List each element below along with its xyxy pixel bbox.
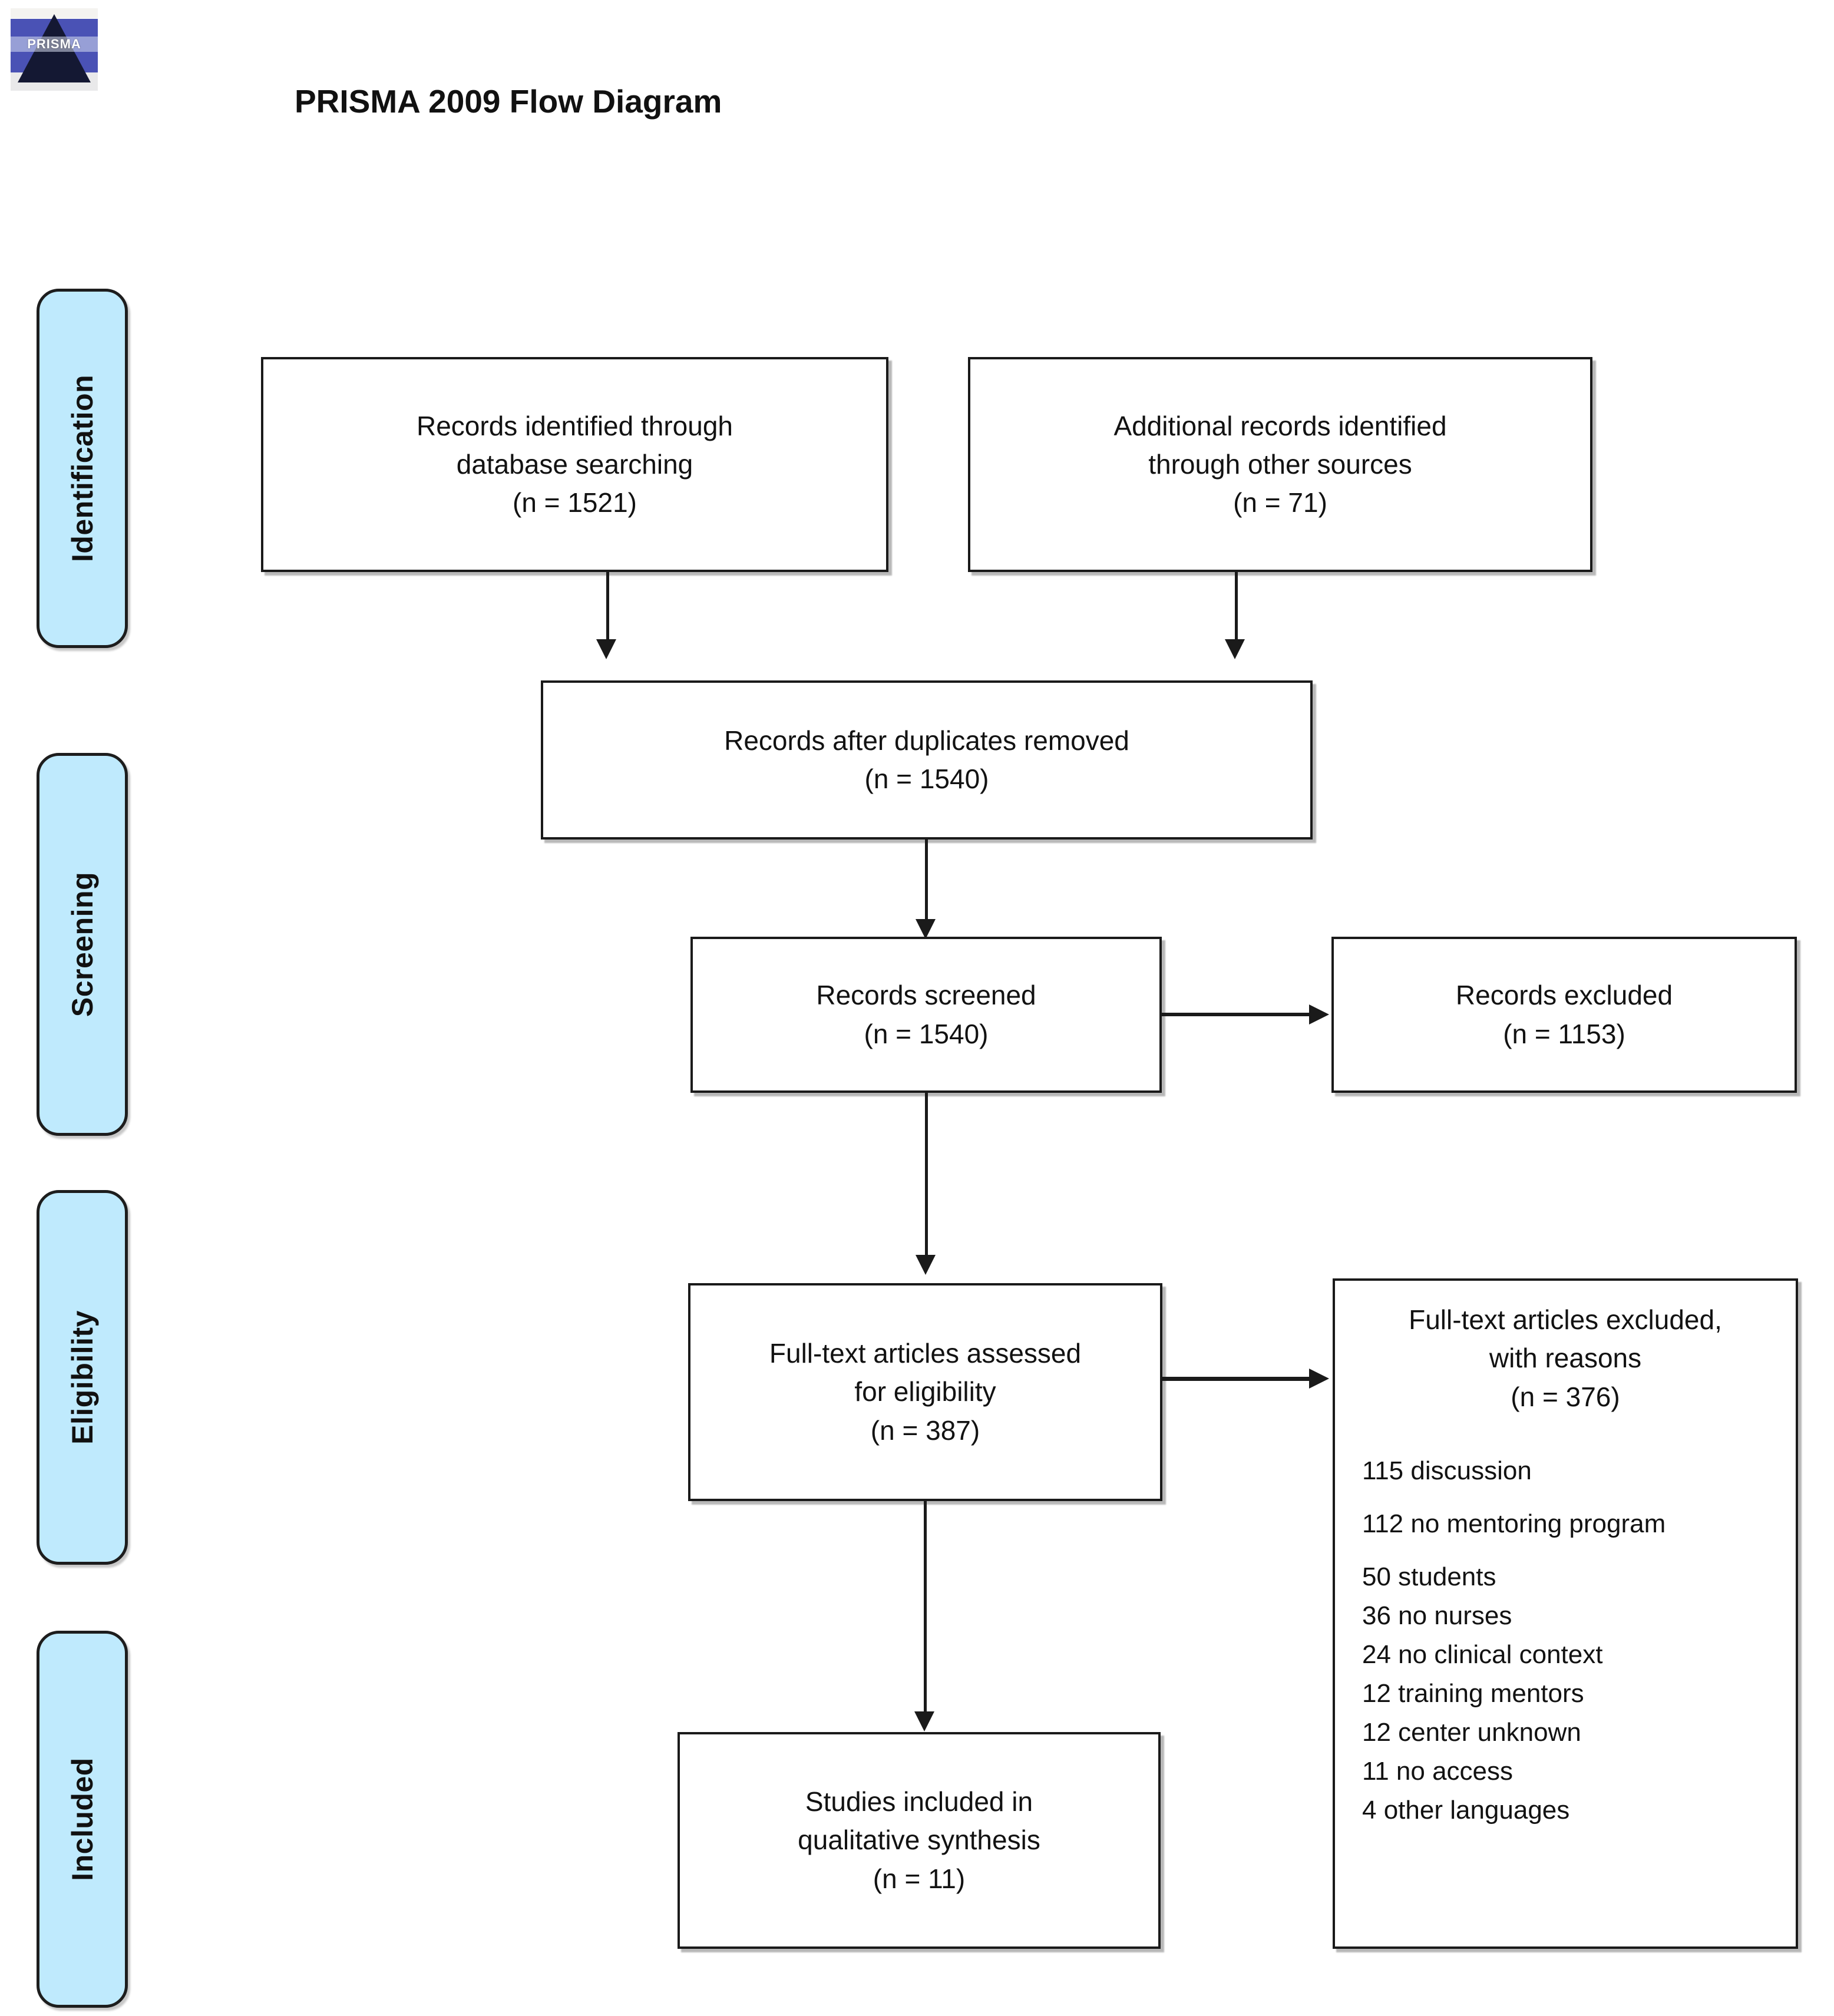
box-line: for eligibility <box>854 1376 996 1407</box>
box-line: Records after duplicates removed <box>724 725 1129 756</box>
box-line: Additional records identified <box>1113 410 1447 441</box>
box-records-identified-database: Records identified through database sear… <box>261 357 888 572</box>
box-line: (n = 71) <box>1233 487 1327 518</box>
box-line: database searching <box>456 448 693 480</box>
stage-label-included: Included <box>37 1631 128 2008</box>
box-additional-records-other-sources: Additional records identified through ot… <box>968 357 1592 572</box>
arrowhead-down-icon <box>596 639 616 659</box>
connector-duplicates-to-screened <box>925 840 928 925</box>
stage-label-screening-text: Screening <box>65 871 99 1017</box>
list-item: 4 other languages <box>1362 1795 1570 1825</box>
box-line: Studies included in <box>805 1786 1033 1817</box>
list-item: 12 training mentors <box>1362 1678 1584 1708</box>
list-item: 12 center unknown <box>1362 1717 1581 1747</box>
box-line: (n = 1540) <box>864 1018 989 1049</box>
arrowhead-down-icon <box>916 919 936 939</box>
page-title: PRISMA 2009 Flow Diagram <box>295 83 722 120</box>
connector-database-to-duplicates <box>606 572 609 646</box>
list-item: 50 students <box>1362 1562 1496 1591</box>
box-line: (n = 387) <box>870 1414 980 1446</box>
exclusion-reasons-list: 115 discussion 112 no mentoring program … <box>1335 1452 1796 1830</box>
box-records-excluded: Records excluded (n = 1153) <box>1331 937 1797 1093</box>
logo-band <box>11 37 98 52</box>
box-line: (n = 1540) <box>864 764 989 794</box>
box-line: (n = 11) <box>873 1863 966 1894</box>
arrowhead-down-icon <box>914 1711 934 1731</box>
connector-fulltext-to-included <box>924 1501 927 1719</box>
box-line: Records excluded <box>1455 980 1673 1011</box>
logo-wordmark: PRISMA <box>27 37 81 51</box>
connector-screened-to-excluded <box>1162 1013 1316 1016</box>
box-line: (n = 376) <box>1511 1381 1620 1412</box>
box-line: Full-text articles excluded, <box>1409 1304 1722 1335</box>
box-line: with reasons <box>1489 1343 1642 1374</box>
box-line: qualitative synthesis <box>798 1825 1040 1856</box>
box-fulltext-excluded-with-reasons: Full-text articles excluded, with reason… <box>1333 1278 1798 1949</box>
stage-label-included-text: Included <box>65 1757 99 1881</box>
list-item: 36 no nurses <box>1362 1601 1512 1630</box>
stage-label-eligibility-text: Eligibility <box>65 1310 99 1445</box>
prisma-pyramid-logo: PRISMA <box>11 8 98 91</box>
stage-label-screening: Screening <box>37 753 128 1136</box>
box-line: Records identified through <box>417 410 733 441</box>
box-line: through other sources <box>1148 448 1412 480</box>
box-records-screened: Records screened (n = 1540) <box>690 937 1162 1093</box>
list-item: 24 no clinical context <box>1362 1640 1603 1669</box>
diagram-header: PRISMA PRISMA 2009 Flow Diagram <box>0 0 1834 194</box>
box-line: (n = 1521) <box>513 487 637 518</box>
box-line: Full-text articles assessed <box>769 1338 1082 1369</box>
excluded-box-heading: Full-text articles excluded, with reason… <box>1335 1281 1796 1416</box>
stage-label-eligibility: Eligibility <box>37 1190 128 1565</box>
list-item: 115 discussion <box>1362 1456 1532 1485</box>
list-item: 11 no access <box>1362 1756 1514 1786</box>
list-item: 112 no mentoring program <box>1362 1509 1666 1538</box>
arrowhead-right-icon <box>1309 1369 1329 1389</box>
box-studies-included-qualitative-synthesis: Studies included in qualitative synthesi… <box>678 1732 1161 1949</box>
stage-label-identification: Identification <box>37 289 128 648</box>
box-line: (n = 1153) <box>1503 1018 1625 1049</box>
box-fulltext-assessed-eligibility: Full-text articles assessed for eligibil… <box>688 1283 1162 1501</box>
arrowhead-down-icon <box>1225 639 1245 659</box>
arrowhead-right-icon <box>1309 1004 1329 1024</box>
connector-screened-to-fulltext <box>925 1093 928 1261</box>
box-line: Records screened <box>816 980 1036 1011</box>
arrowhead-down-icon <box>916 1255 936 1275</box>
connector-fulltext-to-excluded-reasons <box>1162 1377 1317 1381</box>
stage-label-identification-text: Identification <box>65 374 99 563</box>
connector-other-sources-to-duplicates <box>1235 572 1238 646</box>
box-records-after-duplicates-removed: Records after duplicates removed (n = 15… <box>541 680 1313 840</box>
